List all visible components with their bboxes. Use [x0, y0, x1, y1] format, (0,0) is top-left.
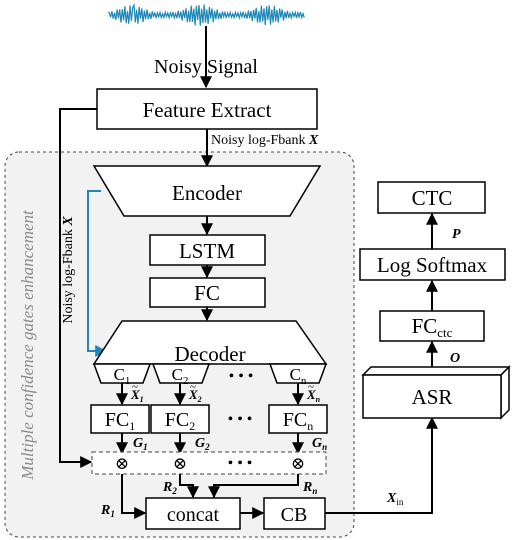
fc-ctc-box — [379, 310, 485, 342]
feature-extract-label: Feature Extract — [143, 98, 272, 122]
fc-label: FC — [194, 281, 220, 305]
log-softmax-label: Log Softmax — [377, 253, 488, 277]
feature-extract-box — [96, 88, 318, 130]
skip-connection — [87, 190, 108, 357]
channel-c1-label: C1 — [114, 365, 131, 387]
fc-ellipsis: • • • — [228, 411, 253, 428]
cb-box — [263, 497, 326, 530]
feature-output-label: Noisy log-Fbank X — [211, 133, 319, 148]
rn-label: Rn — [302, 480, 317, 496]
cb-to-asr-arrow — [325, 416, 438, 514]
concat-box — [145, 497, 241, 530]
fc2-label: FC2 — [165, 409, 195, 433]
asr-label: ASR — [412, 385, 453, 409]
channel-c2 — [151, 363, 211, 384]
x-tilde-2-label: X2 — [188, 387, 202, 404]
asr-box-side — [500, 365, 510, 420]
ctc-label: CTC — [412, 186, 453, 210]
channel-ellipsis: • • • — [229, 368, 254, 385]
asr-box-top — [361, 366, 511, 376]
asr-box — [362, 374, 502, 419]
g1-label: G1 — [133, 436, 148, 452]
x-tilde-n-label: Xn — [306, 387, 321, 404]
r2-label: R2 — [162, 480, 177, 496]
fc2-box — [150, 404, 210, 434]
channel-c2-label: C2 — [172, 365, 189, 387]
encoder-block — [92, 165, 322, 217]
r1-arrow — [121, 474, 147, 519]
g2-label: G2 — [195, 436, 210, 452]
gn-label: Gn — [312, 436, 327, 452]
multiply-ellipsis: • • • — [228, 455, 253, 472]
lstm-label: LSTM — [179, 239, 235, 263]
x-tilde-n-mark: ~ — [308, 381, 314, 393]
waveform-icon — [107, 2, 305, 26]
x-tilde-2-mark: ~ — [190, 381, 196, 393]
log-softmax-box — [359, 248, 506, 281]
multiply-2-icon: ⊗ — [173, 454, 187, 473]
multiply-n-icon: ⊗ — [291, 454, 305, 473]
side-feature-line — [59, 108, 97, 468]
r2-arrow — [179, 474, 199, 499]
cb-label: CB — [281, 504, 308, 526]
x-tilde-1-mark: ~ — [132, 381, 138, 393]
fc1-label: FC1 — [105, 409, 135, 433]
channel-cn-label: Cn — [290, 365, 307, 387]
side-feature-label: Noisy log-Fbank X — [61, 216, 76, 324]
o-label: O — [450, 351, 460, 366]
gate-multiply-row — [91, 451, 327, 475]
concat-label: concat — [167, 504, 220, 526]
ctc-box — [377, 181, 486, 214]
x-tilde-1-label: X1 — [130, 387, 144, 404]
fcn-label: FCn — [283, 409, 313, 433]
multiply-1-icon: ⊗ — [115, 454, 129, 473]
encoder-label: Encoder — [172, 181, 242, 205]
channel-cn — [268, 363, 328, 384]
channel-c1 — [92, 363, 152, 384]
fc-box — [149, 277, 266, 308]
fc-ctc-label: FCctc — [412, 314, 453, 340]
fc1-box — [90, 404, 150, 434]
r1-label: R1 — [100, 503, 115, 519]
decoder-label: Decoder — [174, 342, 245, 366]
rn-arrow — [208, 474, 299, 499]
p-label: P — [452, 227, 461, 242]
x-in-label: Xin — [386, 491, 404, 507]
group-label: Multiple confidence gates enhancement — [18, 209, 37, 481]
